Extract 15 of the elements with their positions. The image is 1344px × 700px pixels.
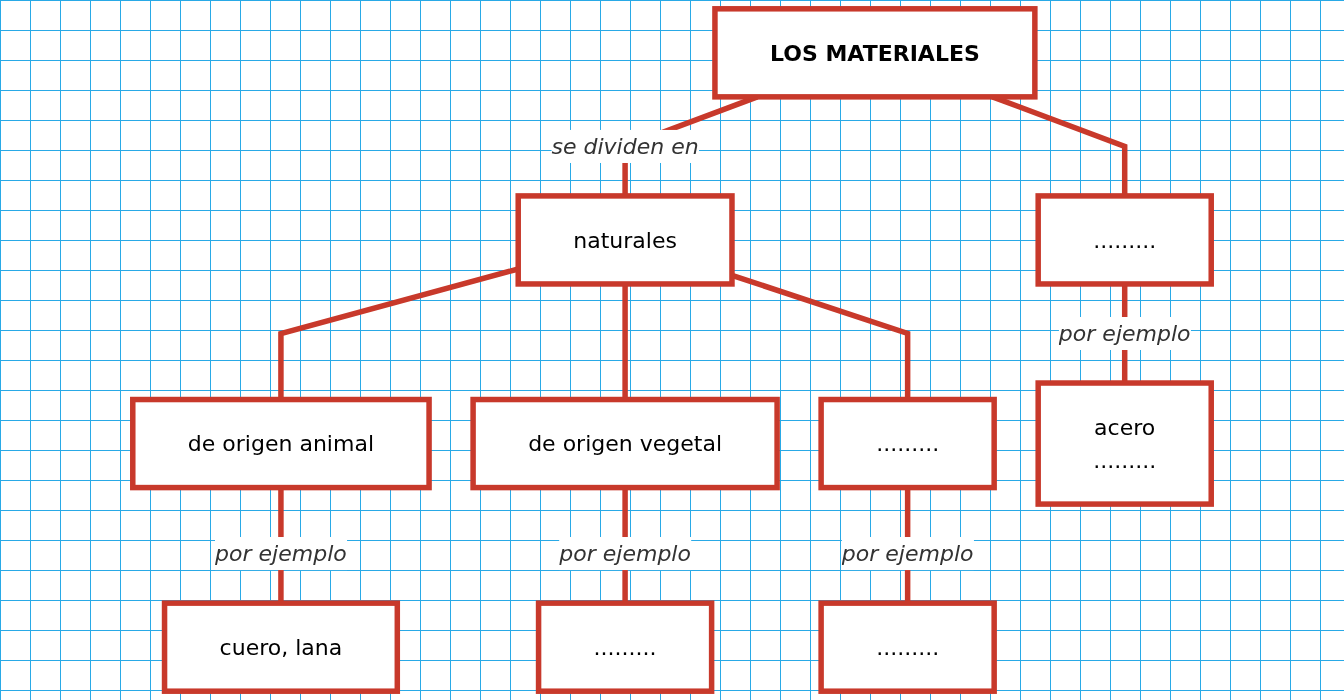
node-box: naturales — [515, 193, 735, 287]
edge-label: por ejemplo — [215, 540, 347, 567]
edge-label: por ejemplo — [1058, 320, 1191, 347]
node-box: ......... — [535, 600, 715, 694]
node-box: cuero, lana — [161, 600, 401, 694]
node-box: ......... — [1035, 193, 1214, 287]
node-box: acero ......... — [1035, 380, 1214, 507]
node-box: ......... — [818, 600, 997, 694]
edge-label: se dividen en — [551, 133, 699, 160]
edge-label: por ejemplo — [559, 540, 691, 567]
edge-label: por ejemplo — [841, 540, 974, 567]
node-box: de origen vegetal — [470, 396, 780, 491]
node-box: ......... — [818, 396, 997, 491]
node-box: LOS MATERIALES — [712, 6, 1038, 100]
node-box: de origen animal — [130, 396, 432, 491]
